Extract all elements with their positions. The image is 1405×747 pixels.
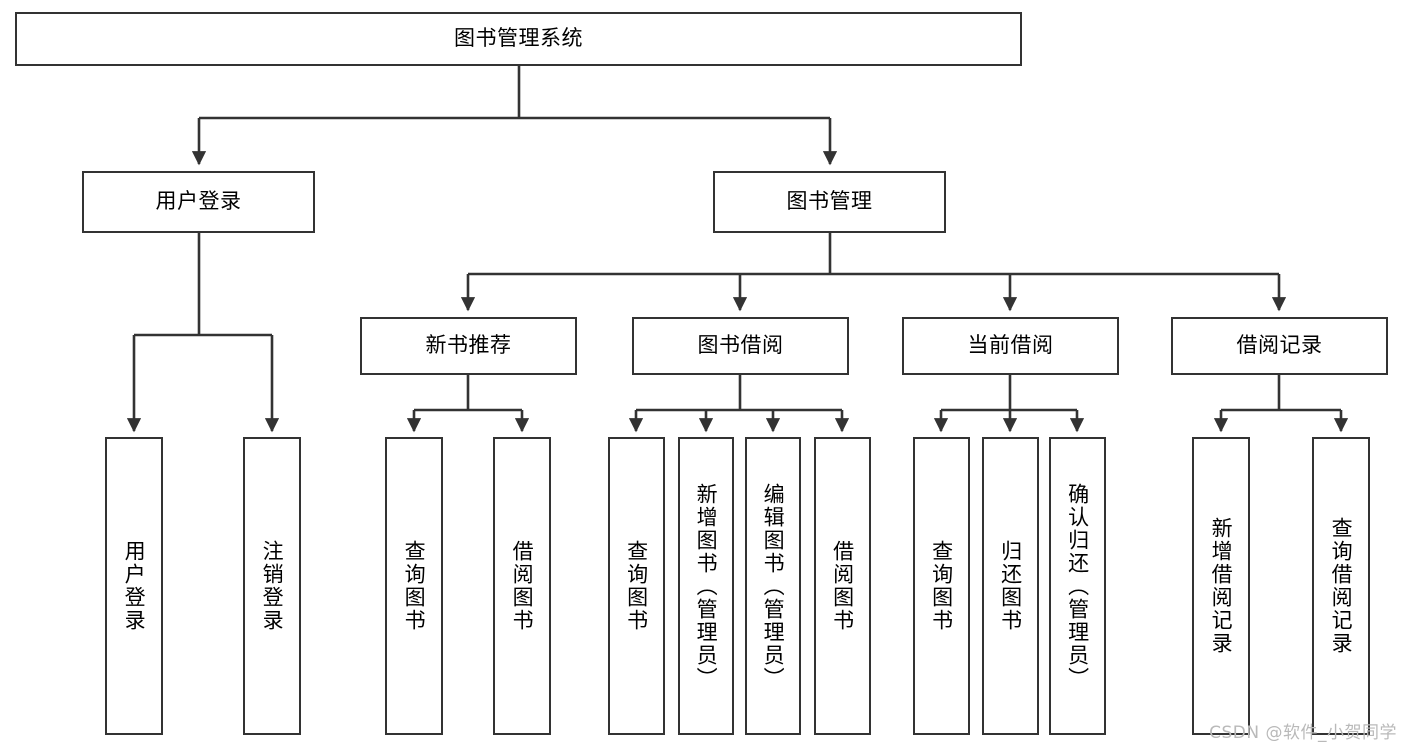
- node-leaf-add-record-label: 新增借阅记录: [1209, 517, 1234, 655]
- node-user-login[interactable]: 用户登录: [82, 171, 315, 233]
- node-leaf-edit-book[interactable]: 编辑图书（管理员）: [745, 437, 801, 735]
- node-leaf-query-book-1[interactable]: 查询图书: [385, 437, 443, 735]
- node-book-manage[interactable]: 图书管理: [713, 171, 946, 233]
- node-borrow-record-label: 借阅记录: [1236, 333, 1323, 358]
- node-leaf-add-book-label: 新增图书（管理员）: [694, 482, 719, 690]
- node-leaf-borrow-book-1[interactable]: 借阅图书: [493, 437, 551, 735]
- node-leaf-user-login-label: 用户登录: [122, 540, 147, 632]
- node-leaf-return-book[interactable]: 归还图书: [982, 437, 1039, 735]
- node-leaf-confirm-return-label: 确认归还（管理员）: [1065, 482, 1090, 690]
- node-leaf-query-book-1-label: 查询图书: [402, 540, 427, 632]
- node-leaf-query-book-3-label: 查询图书: [929, 540, 954, 632]
- node-user-login-label: 用户登录: [155, 189, 242, 214]
- node-leaf-logout[interactable]: 注销登录: [243, 437, 301, 735]
- node-leaf-logout-label: 注销登录: [260, 540, 285, 632]
- node-root-label: 图书管理系统: [454, 26, 583, 51]
- node-leaf-query-record-label: 查询借阅记录: [1329, 517, 1354, 655]
- node-root[interactable]: 图书管理系统: [15, 12, 1022, 66]
- node-current-borrow-label: 当前借阅: [967, 333, 1054, 358]
- node-new-book-rec[interactable]: 新书推荐: [360, 317, 577, 375]
- node-leaf-query-record[interactable]: 查询借阅记录: [1312, 437, 1370, 735]
- node-leaf-confirm-return[interactable]: 确认归还（管理员）: [1049, 437, 1106, 735]
- node-current-borrow[interactable]: 当前借阅: [902, 317, 1119, 375]
- node-leaf-add-book[interactable]: 新增图书（管理员）: [678, 437, 734, 735]
- node-leaf-borrow-book-2-label: 借阅图书: [830, 540, 855, 632]
- watermark-text: CSDN @软件_小贺同学: [1209, 723, 1397, 743]
- node-new-book-rec-label: 新书推荐: [425, 333, 512, 358]
- node-leaf-return-book-label: 归还图书: [998, 540, 1023, 632]
- node-leaf-user-login[interactable]: 用户登录: [105, 437, 163, 735]
- node-book-manage-label: 图书管理: [786, 189, 873, 214]
- node-leaf-borrow-book-2[interactable]: 借阅图书: [814, 437, 871, 735]
- node-leaf-query-book-3[interactable]: 查询图书: [913, 437, 970, 735]
- node-book-borrow-label: 图书借阅: [697, 333, 784, 358]
- node-leaf-query-book-2-label: 查询图书: [624, 540, 649, 632]
- node-leaf-borrow-book-1-label: 借阅图书: [510, 540, 535, 632]
- node-leaf-add-record[interactable]: 新增借阅记录: [1192, 437, 1250, 735]
- node-book-borrow[interactable]: 图书借阅: [632, 317, 849, 375]
- node-borrow-record[interactable]: 借阅记录: [1171, 317, 1388, 375]
- node-leaf-edit-book-label: 编辑图书（管理员）: [761, 482, 786, 690]
- node-leaf-query-book-2[interactable]: 查询图书: [608, 437, 665, 735]
